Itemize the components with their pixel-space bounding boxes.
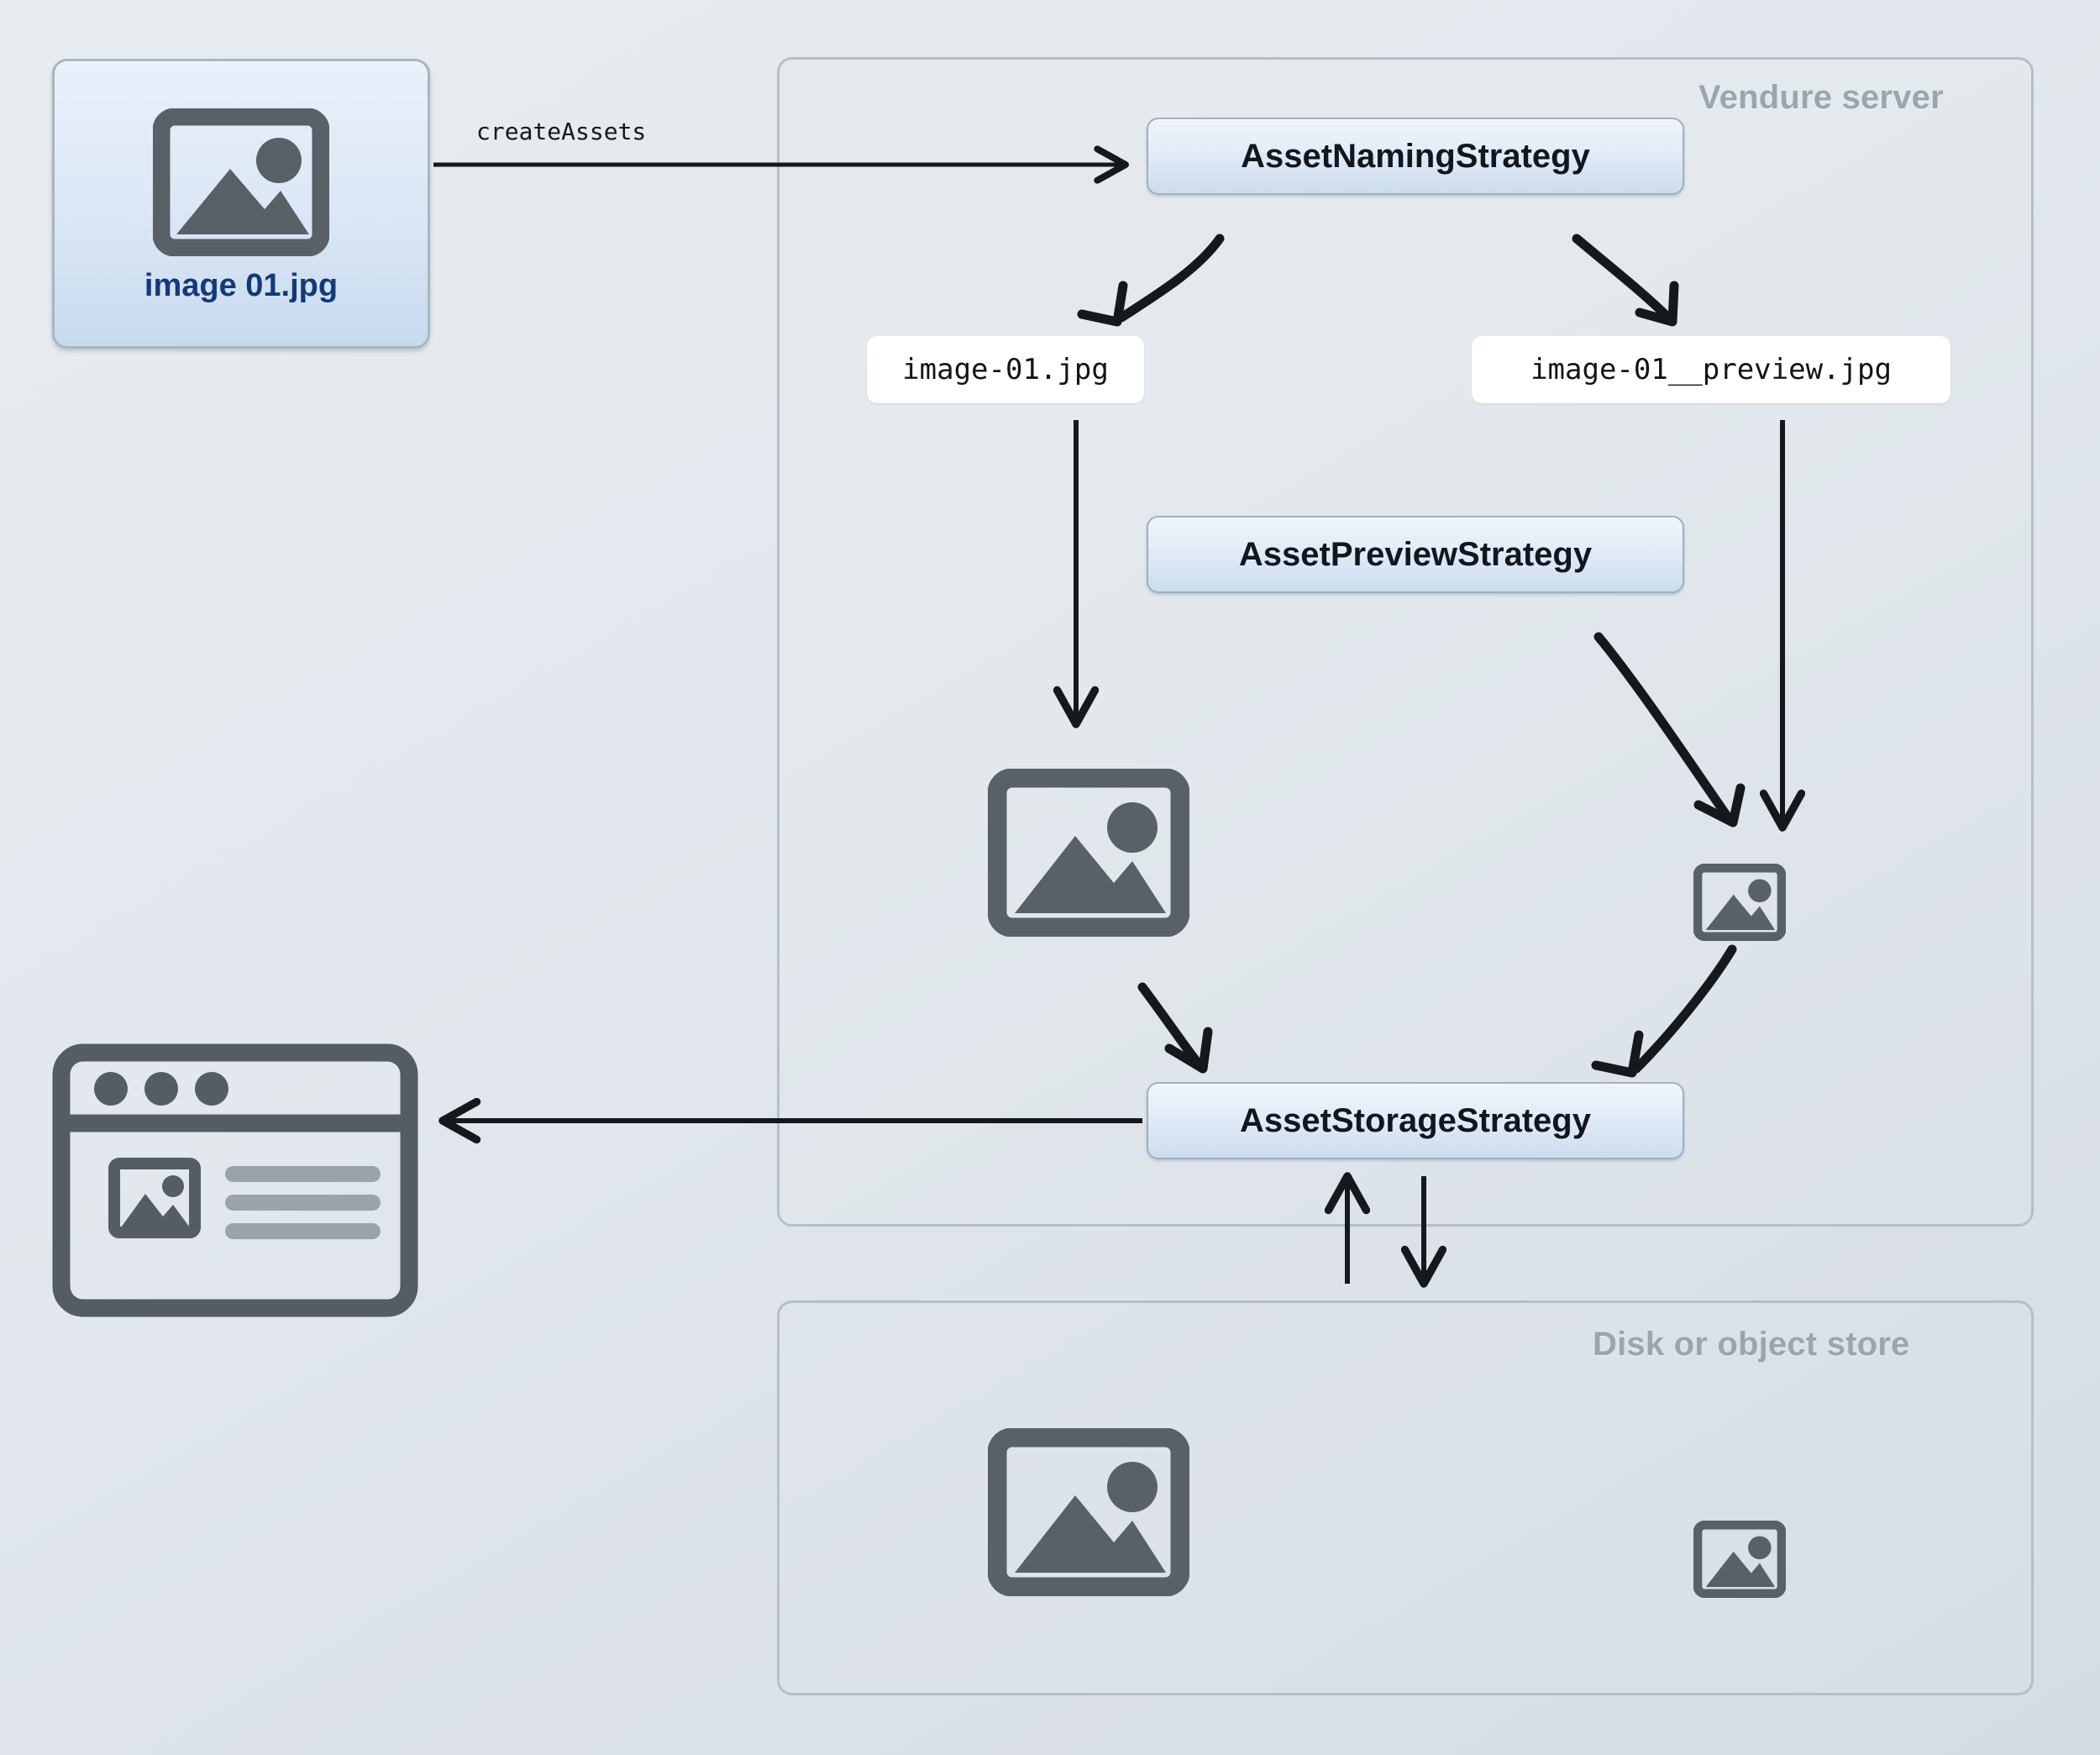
preview-filename-chip: image-01__preview.jpg xyxy=(1472,336,1950,403)
group-vendure-server xyxy=(777,57,2034,1227)
original-filename-value: image-01.jpg xyxy=(902,353,1109,386)
group-disk-or-object-store-label: Disk or object store xyxy=(1593,1326,1910,1363)
asset-preview-strategy-label: AssetPreviewStrategy xyxy=(1238,535,1593,573)
store-full-image-icon xyxy=(988,1428,1189,1596)
preview-filename-value: image-01__preview.jpg xyxy=(1530,353,1892,386)
server-full-image-icon xyxy=(988,769,1189,937)
image-icon xyxy=(153,108,329,256)
asset-preview-strategy-box[interactable]: AssetPreviewStrategy xyxy=(1147,516,1684,593)
asset-storage-strategy-box[interactable]: AssetStorageStrategy xyxy=(1147,1082,1684,1159)
asset-naming-strategy-label: AssetNamingStrategy xyxy=(1241,137,1590,175)
asset-storage-strategy-label: AssetStorageStrategy xyxy=(1240,1101,1591,1139)
create-assets-edge-label: createAssets xyxy=(476,118,647,145)
store-preview-image-icon xyxy=(1693,1521,1786,1598)
group-disk-or-object-store xyxy=(777,1300,2034,1695)
original-filename-chip: image-01.jpg xyxy=(867,336,1144,403)
browser-window-icon[interactable] xyxy=(50,1042,420,1319)
group-vendure-server-label: Vendure server xyxy=(1698,79,1944,116)
source-asset-label: image 01.jpg xyxy=(144,268,339,303)
asset-naming-strategy-box[interactable]: AssetNamingStrategy xyxy=(1147,118,1684,195)
source-asset-card[interactable]: image 01.jpg xyxy=(52,59,430,349)
server-preview-image-icon xyxy=(1693,864,1786,941)
